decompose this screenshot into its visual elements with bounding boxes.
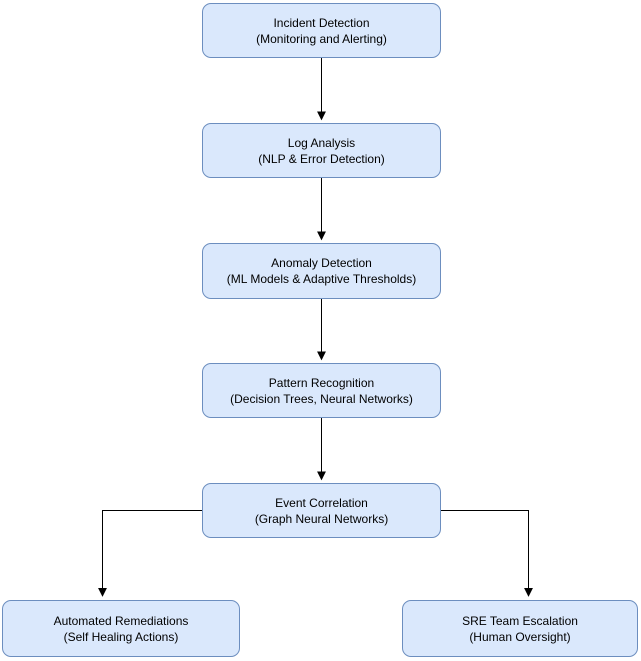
node-sre-team-escalation[interactable]: SRE Team Escalation (Human Oversight)	[402, 600, 638, 657]
node-subtitle: (Graph Neural Networks)	[254, 511, 389, 526]
node-subtitle: (Monitoring and Alerting)	[256, 31, 387, 46]
node-pattern-recognition[interactable]: Pattern Recognition (Decision Trees, Neu…	[202, 363, 441, 418]
node-title: Log Analysis	[287, 135, 356, 150]
node-incident-detection[interactable]: Incident Detection (Monitoring and Alert…	[202, 3, 441, 58]
node-title: Anomaly Detection	[271, 256, 372, 270]
node-subtitle: (Self Healing Actions)	[63, 629, 179, 644]
node-event-correlation[interactable]: Event Correlation (Graph Neural Networks…	[202, 483, 441, 538]
node-title: Automated Remediations	[53, 613, 189, 628]
edge-event-to-sre	[441, 510, 533, 597]
node-subtitle: (NLP & Error Detection)	[258, 151, 385, 166]
node-anomaly-detection[interactable]: Anomaly Detection (ML Models & Adaptive …	[202, 243, 441, 299]
edge-event-to-automated	[98, 510, 202, 597]
node-log-analysis[interactable]: Log Analysis (NLP & Error Detection)	[202, 123, 441, 178]
node-automated-remediations[interactable]: Automated Remediations (Self Healing Act…	[2, 600, 240, 657]
node-subtitle: (ML Models & Adaptive Thresholds)	[226, 272, 417, 286]
node-title: Incident Detection	[273, 15, 370, 30]
node-subtitle: (Decision Trees, Neural Networks)	[230, 391, 413, 406]
node-title: SRE Team Escalation	[462, 613, 578, 628]
node-subtitle: (Human Oversight)	[469, 629, 571, 644]
node-title: Pattern Recognition	[268, 375, 375, 390]
node-title: Event Correlation	[275, 495, 368, 510]
